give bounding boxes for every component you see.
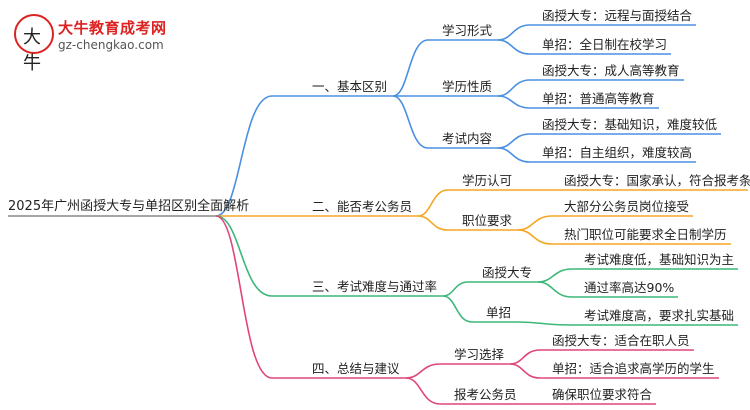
subtopic-link xyxy=(392,39,429,97)
leaf-node[interactable]: 通过率高达90% xyxy=(584,280,675,295)
branch-link xyxy=(215,215,273,379)
site-logo[interactable]: 大牛 大牛教育成考网 gz-chengkao.com xyxy=(14,14,184,74)
leaf-link xyxy=(517,215,553,231)
subtopic-node[interactable]: 学历认可 xyxy=(462,173,513,188)
leaf-node[interactable]: 考试难度低，基础知识为主 xyxy=(584,252,735,267)
leaf-link xyxy=(516,321,573,326)
leaf-node[interactable]: 单招：普通高等教育 xyxy=(542,91,655,106)
branch-node[interactable]: 三、考试难度与通过率 xyxy=(312,279,438,294)
leaf-node[interactable]: 单招：适合追求高学历的学生 xyxy=(552,361,715,376)
leaf-link xyxy=(509,363,541,379)
subtopic-node[interactable]: 职位要求 xyxy=(462,213,513,228)
leaf-link xyxy=(537,268,573,283)
subtopic-link xyxy=(405,377,441,405)
subtopic-node[interactable]: 单招 xyxy=(486,305,512,320)
subtopic-link xyxy=(442,281,469,297)
leaf-link xyxy=(497,95,531,109)
leaf-node[interactable]: 函授大专：基础知识，难度较低 xyxy=(542,117,718,132)
leaf-node[interactable]: 函授大专：远程与面授结合 xyxy=(542,8,693,23)
mindmap-root[interactable]: 2025年广州函授大专与单招区别全面解析 xyxy=(8,199,250,214)
leaf-link xyxy=(509,349,541,365)
logo-site-name: 大牛教育成考网 xyxy=(58,19,167,37)
leaf-link xyxy=(497,39,531,55)
leaf-link xyxy=(517,229,553,245)
subtopic-node[interactable]: 报考公务员 xyxy=(454,387,517,402)
leaf-link xyxy=(537,281,573,298)
leaf-node[interactable]: 热门职位可能要求全日制学历 xyxy=(564,227,727,242)
subtopic-link xyxy=(417,215,449,231)
leaf-node[interactable]: 函授大专：成人高等教育 xyxy=(542,63,680,78)
logo-mark-text: 大牛 xyxy=(23,27,41,74)
subtopic-node[interactable]: 学历性质 xyxy=(442,79,493,94)
leaf-node[interactable]: 单招：自主组织，难度较高 xyxy=(542,145,693,160)
branch-node[interactable]: 二、能否考公务员 xyxy=(312,199,413,214)
leaf-node[interactable]: 单招：全日制在校学习 xyxy=(542,37,668,52)
leaf-node[interactable]: 函授大专：国家承认，符合报考条件 xyxy=(564,173,750,188)
subtopic-link xyxy=(417,189,449,217)
leaf-link xyxy=(497,24,531,41)
logo-emblem-icon: 大牛 xyxy=(14,14,54,74)
subtopic-node[interactable]: 学习选择 xyxy=(454,347,505,362)
subtopic-node[interactable]: 函授大专 xyxy=(482,265,533,280)
branch-link xyxy=(215,95,273,217)
branch-link xyxy=(215,215,273,297)
logo-url: gz-chengkao.com xyxy=(58,38,164,52)
branch-node[interactable]: 一、基本区别 xyxy=(312,79,388,94)
leaf-node[interactable]: 考试难度高，要求扎实基础 xyxy=(584,308,735,323)
leaf-node[interactable]: 确保职位要求符合 xyxy=(552,387,653,402)
subtopic-link xyxy=(442,295,473,323)
leaf-link xyxy=(497,79,531,97)
subtopic-node[interactable]: 学习形式 xyxy=(442,23,493,38)
subtopic-link xyxy=(392,95,429,149)
subtopic-link xyxy=(405,363,441,379)
leaf-node[interactable]: 函授大专：适合在职人员 xyxy=(552,333,690,348)
branch-node[interactable]: 四、总结与建议 xyxy=(312,361,400,376)
leaf-node[interactable]: 大部分公务员岗位接受 xyxy=(564,199,690,214)
leaf-link xyxy=(497,133,531,149)
leaf-link xyxy=(497,147,531,163)
subtopic-node[interactable]: 考试内容 xyxy=(442,131,493,146)
